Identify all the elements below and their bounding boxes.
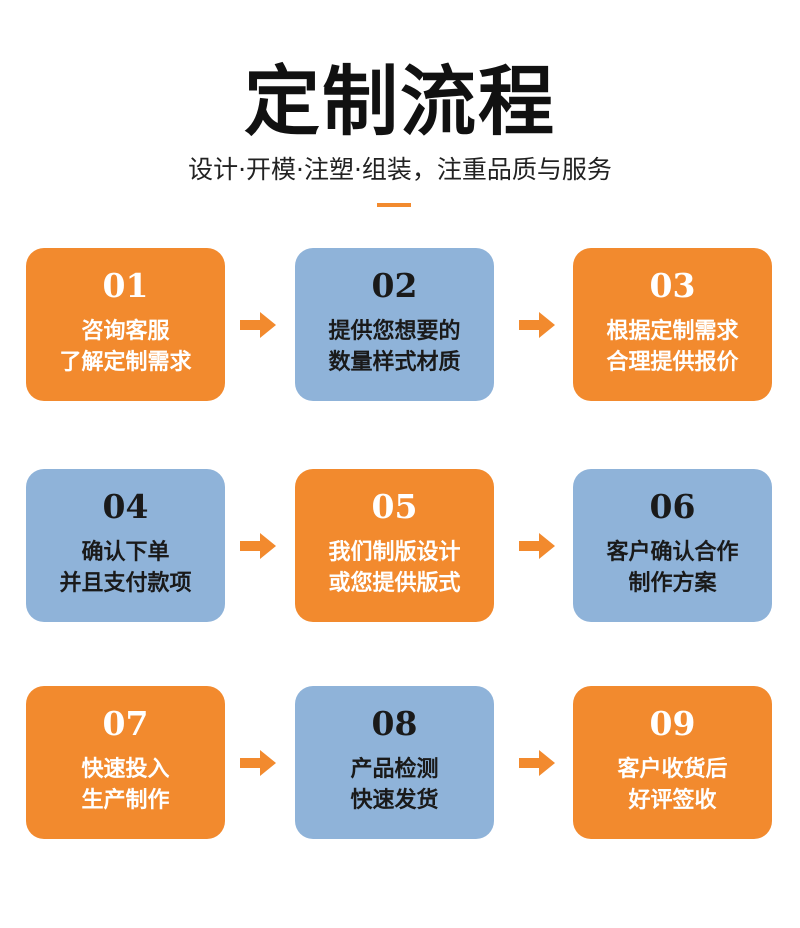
step-text-line1: 提供您想要的 [328, 319, 461, 344]
title-divider [377, 203, 411, 207]
step-card-05: 05 我们制版设计 或您提供版式 [295, 469, 494, 622]
page-subtitle: 设计·开模·注塑·组装，注重品质与服务 [188, 155, 612, 184]
step-number: 07 [102, 704, 149, 743]
step-text-line2: 生产制作 [81, 788, 170, 813]
step-number: 06 [649, 487, 696, 526]
step-card-06: 06 客户确认合作 制作方案 [573, 469, 772, 622]
step-number: 01 [102, 266, 149, 305]
step-text-line1: 确认下单 [81, 540, 170, 565]
step-text-line2: 并且支付款项 [59, 571, 192, 596]
step-card-09: 09 客户收货后 好评签收 [573, 686, 772, 839]
step-text-line2: 快速发货 [350, 788, 439, 813]
step-text-line2: 好评签收 [628, 788, 717, 813]
step-text-line1: 产品检测 [350, 757, 439, 782]
step-text-line1: 根据定制需求 [606, 319, 739, 344]
step-card-02: 02 提供您想要的 数量样式材质 [295, 248, 494, 401]
step-text-line1: 客户收货后 [617, 757, 728, 782]
arrow-right-icon [519, 533, 555, 559]
arrow-right-icon [519, 750, 555, 776]
step-text-line2: 或您提供版式 [328, 571, 461, 596]
arrow-right-icon [240, 312, 276, 338]
step-text-line2: 了解定制需求 [59, 350, 192, 375]
step-text-line1: 客户确认合作 [606, 540, 739, 565]
step-text-line2: 合理提供报价 [606, 350, 739, 375]
step-text-line2: 数量样式材质 [328, 350, 461, 375]
arrow-right-icon [240, 750, 276, 776]
step-text-line1: 咨询客服 [81, 319, 170, 344]
step-number: 05 [371, 487, 418, 526]
page-title: 定制流程 [244, 57, 556, 146]
arrow-right-icon [240, 533, 276, 559]
step-number: 09 [649, 704, 696, 743]
step-card-07: 07 快速投入 生产制作 [26, 686, 225, 839]
step-card-03: 03 根据定制需求 合理提供报价 [573, 248, 772, 401]
step-number: 03 [649, 266, 696, 305]
step-card-04: 04 确认下单 并且支付款项 [26, 469, 225, 622]
step-number: 02 [371, 266, 418, 305]
step-text-line1: 我们制版设计 [328, 540, 461, 565]
step-card-01: 01 咨询客服 了解定制需求 [26, 248, 225, 401]
step-card-08: 08 产品检测 快速发货 [295, 686, 494, 839]
step-text-line2: 制作方案 [628, 571, 717, 596]
step-number: 08 [371, 704, 418, 743]
step-number: 04 [102, 487, 149, 526]
step-text-line1: 快速投入 [81, 757, 170, 782]
arrow-right-icon [519, 312, 555, 338]
